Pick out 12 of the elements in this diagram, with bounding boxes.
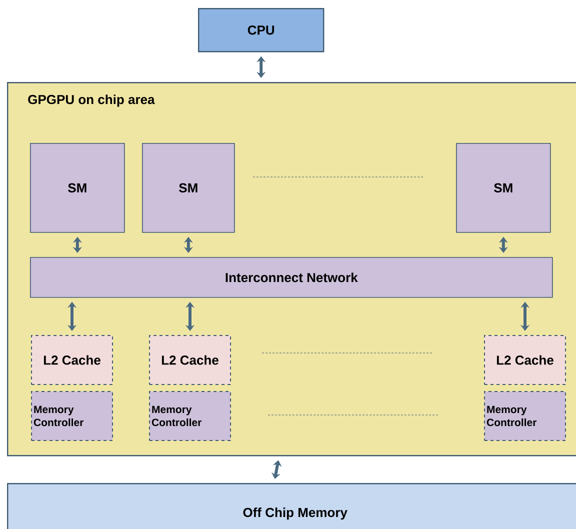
- cache-box: L2 Cache: [31, 335, 113, 385]
- off-chip-memory-box: Off Chip Memory: [7, 483, 576, 529]
- memory-controller-box: Memory Controller: [484, 391, 566, 441]
- cache-box: L2 Cache: [484, 335, 566, 385]
- memory-controller-box: Memory Controller: [31, 391, 113, 441]
- interconnect-bar: Interconnect Network: [30, 257, 553, 298]
- cache-box: L2 Cache: [149, 335, 231, 385]
- memory-controller-box: Memory Controller: [149, 391, 231, 441]
- sm-box: SM: [30, 143, 125, 233]
- cpu-box: CPU: [198, 8, 324, 52]
- sm-box: SM: [456, 143, 551, 233]
- sm-box: SM: [142, 143, 235, 233]
